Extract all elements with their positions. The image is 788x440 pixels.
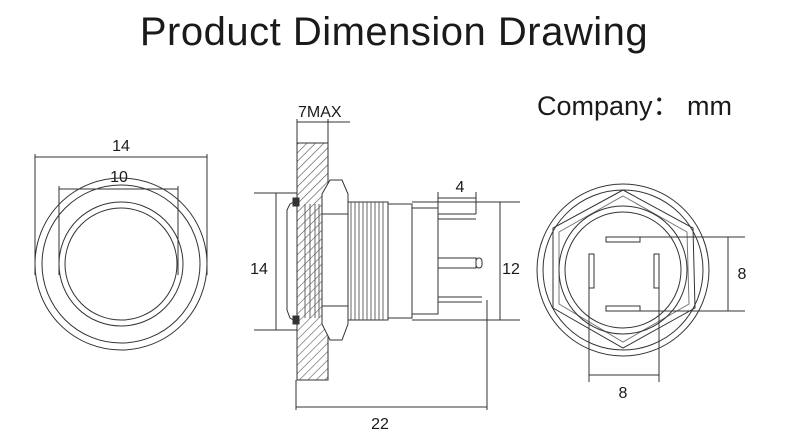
rear-terminal-left — [588, 253, 595, 289]
rear-vertical-spacing-label: 8 — [738, 266, 747, 283]
rear-hex-inner — [558, 195, 690, 343]
rear-ring-4 — [564, 211, 682, 329]
front-ring-3 — [58, 201, 184, 327]
head-edge — [292, 197, 300, 207]
head-diameter-label: 14 — [250, 261, 268, 278]
front-inner-diameter-label: 10 — [110, 169, 128, 186]
total-length-label: 22 — [371, 416, 389, 433]
rear-outer-ring — [536, 183, 710, 357]
front-outer-diameter-label: 14 — [112, 138, 130, 155]
button-head — [286, 199, 298, 323]
unit-label: Company： mm — [537, 91, 733, 121]
front-ring-2 — [41, 184, 201, 344]
terminal-length-label: 4 — [456, 179, 465, 196]
rear-body — [387, 203, 413, 319]
rear-terminal-top — [605, 236, 641, 243]
terminal-center — [437, 257, 477, 269]
side-view — [254, 119, 520, 410]
rear-inner-ring — [558, 205, 688, 335]
head-edge — [292, 315, 300, 325]
thread-diameter-label: 12 — [502, 261, 520, 278]
hex-nut — [321, 179, 349, 341]
rear-hex-nut — [552, 189, 696, 349]
rear-terminal-right — [653, 253, 660, 289]
rear-view — [536, 183, 745, 382]
rear-horizontal-spacing-label: 8 — [619, 385, 628, 402]
rear-terminal-bottom — [605, 305, 641, 312]
thread-body — [347, 201, 389, 321]
rear-ring-2 — [542, 189, 704, 351]
rear-cap — [411, 207, 439, 315]
thread-lines — [304, 202, 384, 320]
front-view — [34, 154, 208, 351]
front-inner-ring — [64, 207, 178, 321]
front-outer-ring — [34, 177, 208, 351]
page-title: Product Dimension Drawing — [139, 10, 649, 54]
max-thickness-label: 7MAX — [298, 104, 342, 121]
terminal-tip — [475, 257, 483, 269]
